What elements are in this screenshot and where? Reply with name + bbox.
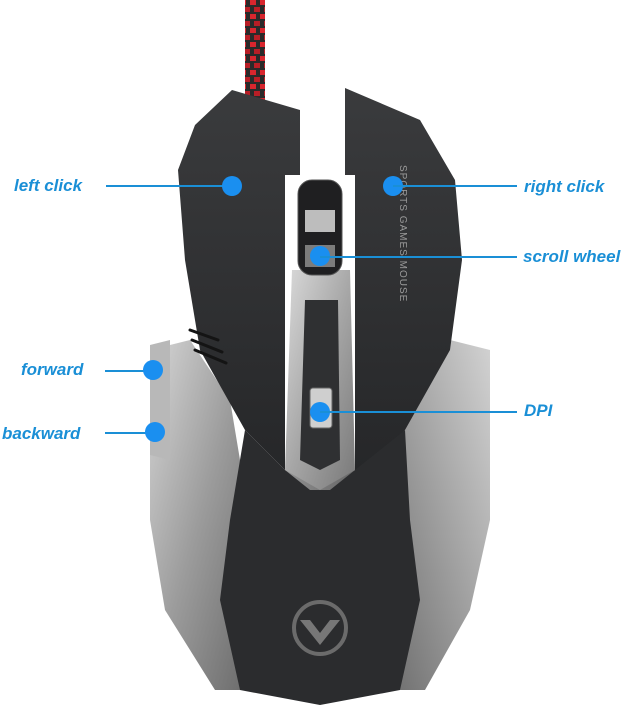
callout-line-left-click bbox=[106, 185, 232, 187]
brand-logo-icon bbox=[292, 600, 348, 656]
callout-line-backward bbox=[105, 432, 153, 434]
palm-rest bbox=[220, 430, 420, 705]
label-left-click: left click bbox=[14, 176, 83, 195]
braided-cable bbox=[245, 0, 265, 100]
label-forward: forward bbox=[21, 360, 84, 379]
label-scroll-wheel: scroll wheel bbox=[523, 247, 621, 266]
side-text: SPORTS GAMES MOUSE bbox=[397, 165, 408, 302]
label-dpi: DPI bbox=[524, 401, 553, 420]
callout-line-right-click bbox=[393, 185, 517, 187]
marker-backward bbox=[145, 422, 165, 442]
right-button-shell bbox=[345, 88, 462, 470]
marker-forward bbox=[143, 360, 163, 380]
callout-line-forward bbox=[105, 370, 153, 372]
label-backward: backward bbox=[2, 424, 81, 443]
callout-line-scroll-wheel bbox=[320, 256, 517, 258]
marker-left-click bbox=[222, 176, 242, 196]
label-right-click: right click bbox=[524, 177, 605, 196]
callout-line-dpi bbox=[320, 411, 517, 413]
